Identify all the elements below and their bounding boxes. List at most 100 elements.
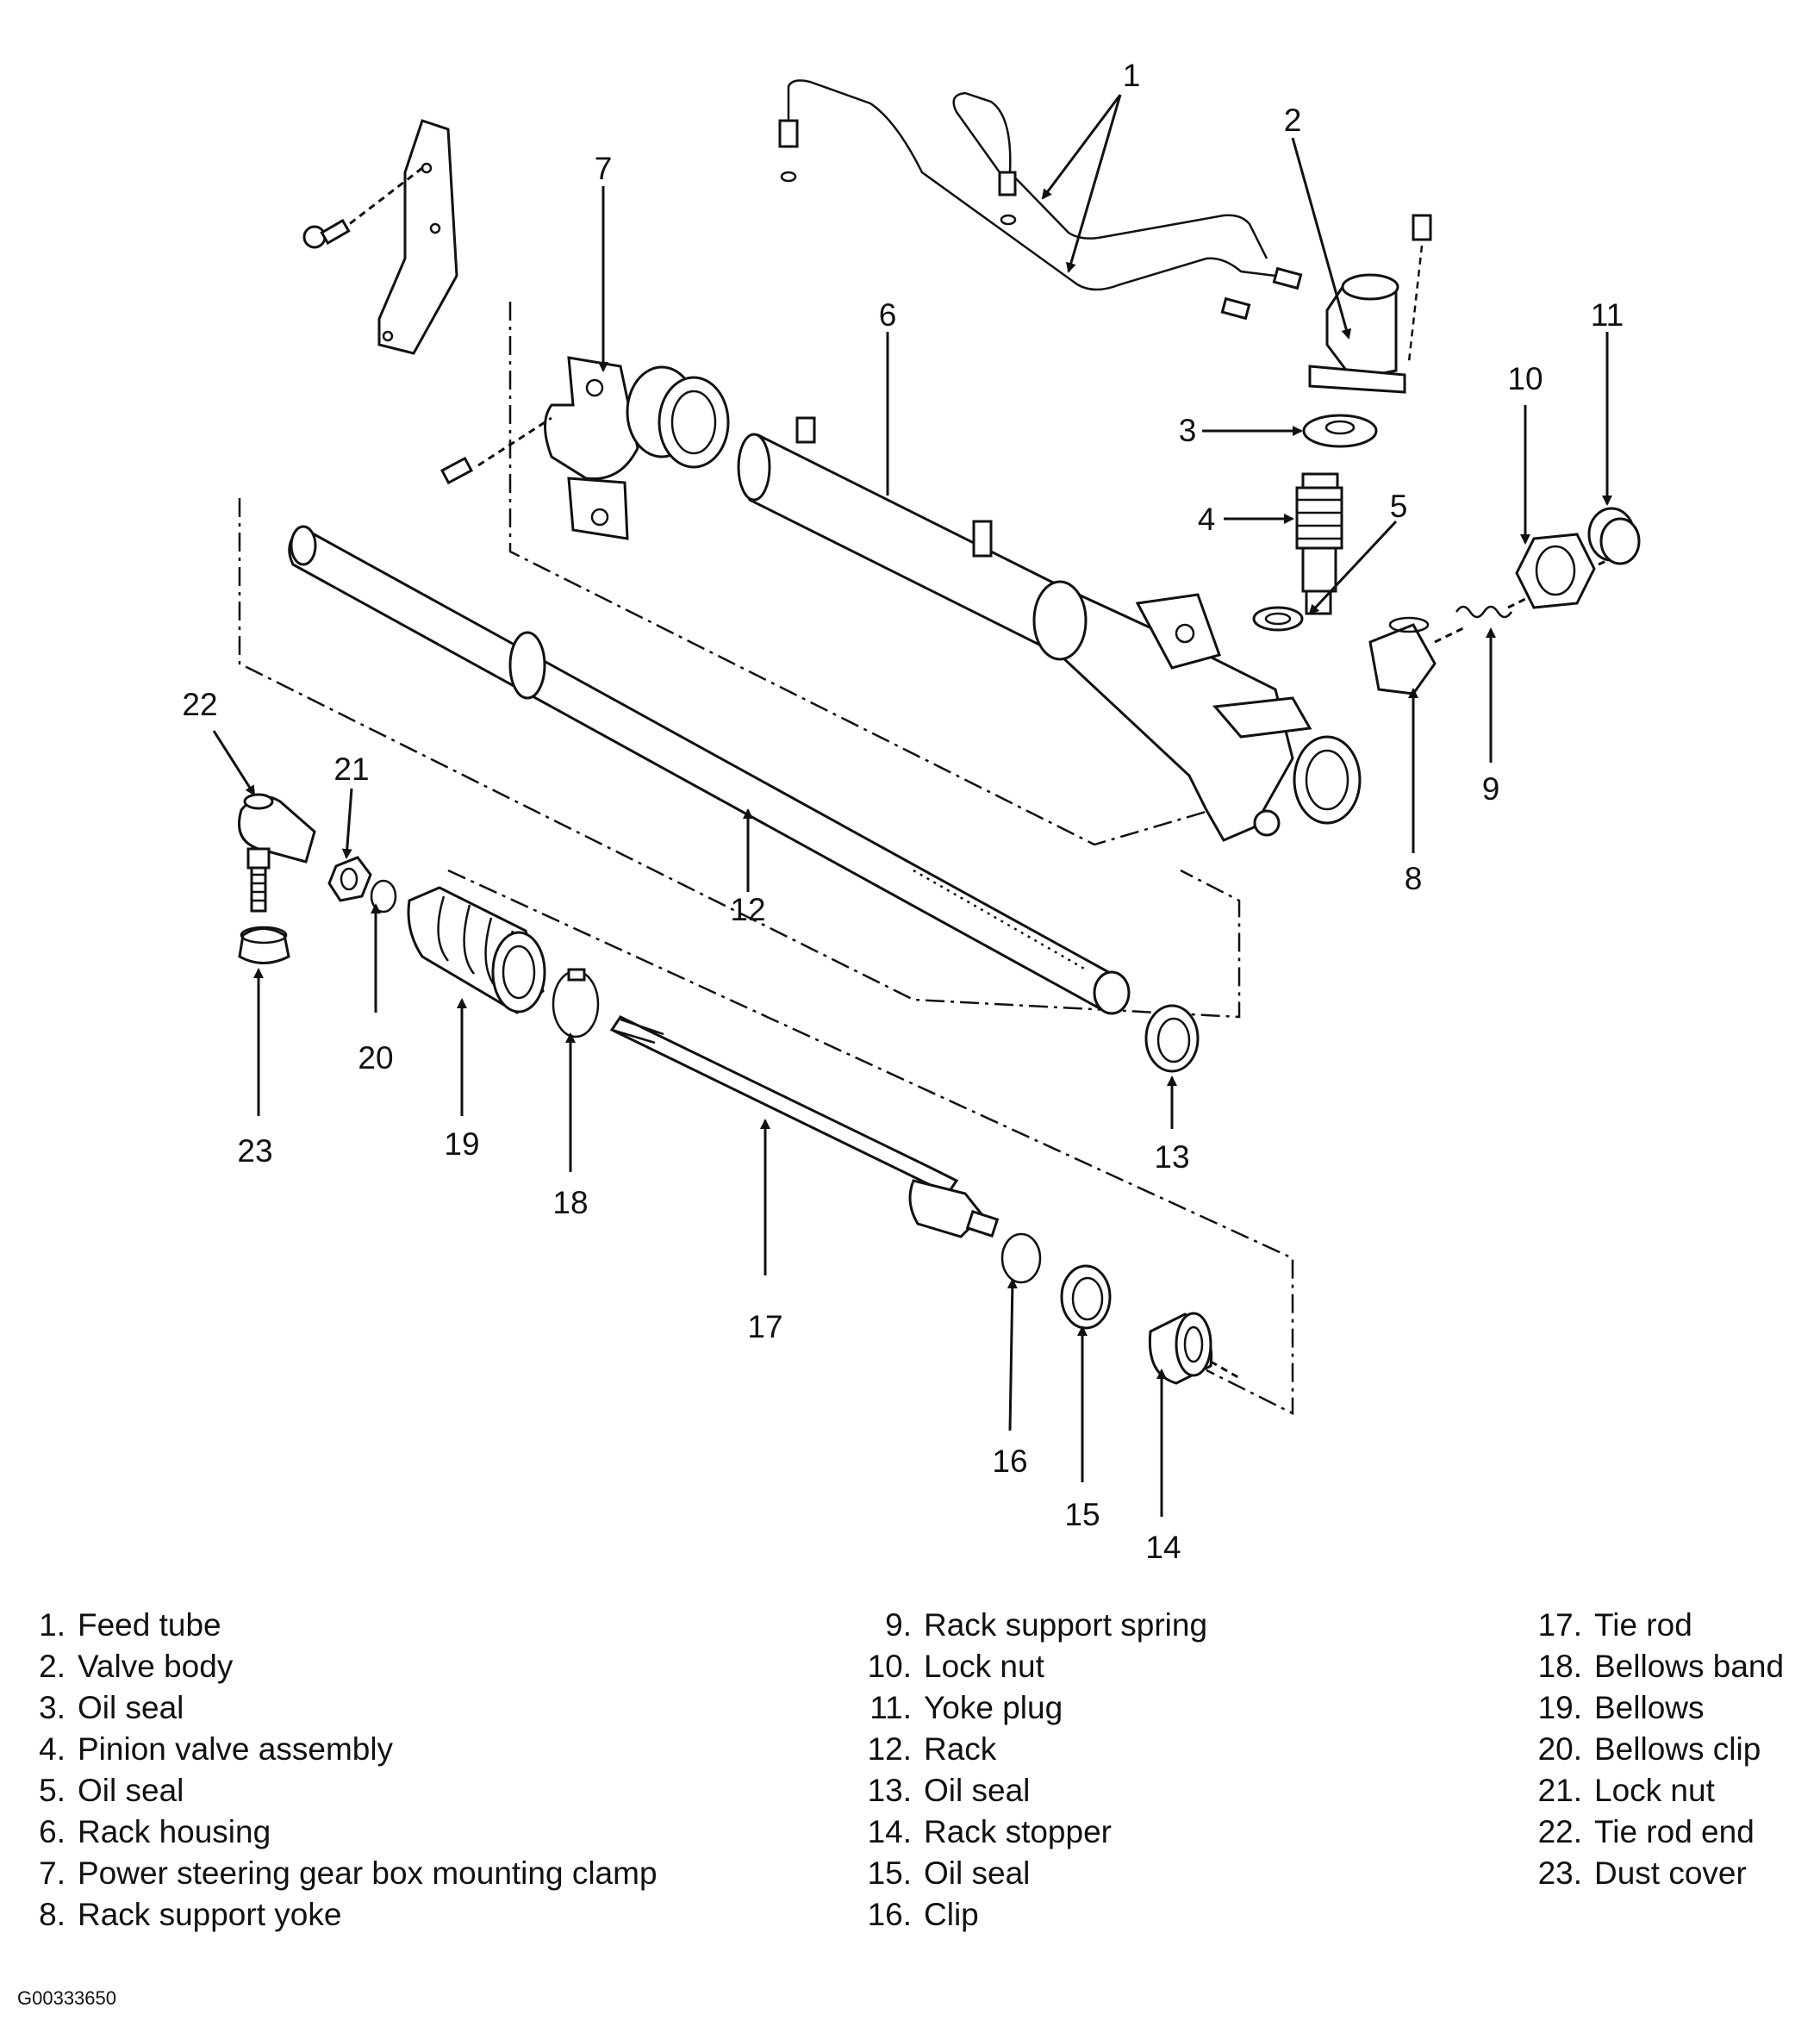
legend-label: Rack support yoke: [78, 1897, 342, 1932]
oil-seal-15: [1060, 1264, 1112, 1330]
callout-5: 5: [1390, 489, 1408, 524]
legend-item: 13. Oil seal: [845, 1770, 1207, 1811]
legend-item: 5. Oil seal: [24, 1770, 658, 1811]
callout-17: 17: [747, 1309, 782, 1344]
legend-label: Pinion valve assembly: [78, 1731, 394, 1767]
legend-column-3: 17. Tie rod 18. Bellows band 19.Bellows 20…: [1524, 1605, 1785, 1894]
oil-seal-13: [1144, 1004, 1200, 1073]
legend-label: Oil seal: [924, 1773, 1031, 1808]
legend-number: 2.: [39, 1649, 65, 1684]
legend-label: Bellows clip: [1594, 1731, 1761, 1767]
legend-number: 4.: [39, 1731, 65, 1767]
assembly-outline-rack: [238, 498, 1241, 1019]
legend-label: Oil seal: [78, 1690, 184, 1725]
legend-number: 21.: [1537, 1773, 1582, 1808]
bellows-clip: [370, 879, 397, 913]
dust-cover: [238, 926, 290, 964]
legend-item: 17. Tie rod: [1524, 1605, 1784, 1646]
legend-label: Bellows band: [1594, 1649, 1785, 1684]
legend-number: 5.: [39, 1773, 65, 1808]
callout-15: 15: [1064, 1497, 1100, 1532]
callout-13: 13: [1154, 1139, 1189, 1175]
tie-rod: [609, 1015, 1000, 1238]
bellows-band: [552, 968, 600, 1038]
lock-nut-10: [1515, 533, 1612, 609]
callout-11: 11: [1591, 297, 1624, 333]
exploded-view-diagram: 1 2 3 4 5 6 7 8 9 10 11 12 13 14 15 16 1…: [182, 58, 1641, 1565]
callout-22: 22: [182, 687, 217, 722]
callout-19: 19: [444, 1126, 479, 1162]
legend-number: 18.: [1537, 1649, 1582, 1684]
callout-2: 2: [1284, 103, 1302, 138]
legend-item: 2. Valve body: [24, 1646, 658, 1687]
rack-support-yoke: [1368, 616, 1466, 695]
callout-21: 21: [333, 751, 369, 787]
legend-item: 16. Clip: [845, 1894, 1207, 1936]
legend-label: Tie rod: [1594, 1607, 1692, 1643]
callout-3: 3: [1179, 413, 1197, 448]
callout-14: 14: [1145, 1530, 1181, 1565]
legend-label: Oil seal: [924, 1855, 1031, 1891]
legend-item: 10.Lock nut: [845, 1646, 1207, 1687]
mounting-clamp: [439, 356, 639, 540]
callout-12: 12: [730, 892, 765, 927]
callout-7: 7: [595, 151, 613, 186]
legend-label: Valve body: [78, 1649, 234, 1684]
callout-4: 4: [1198, 502, 1216, 537]
callout-16: 16: [992, 1444, 1027, 1479]
legend-column-2: 9.Rack support spring 10.Lock nut 11. Yok…: [845, 1605, 1207, 1936]
legend-item: 1. Feed tube: [24, 1605, 658, 1646]
legend-item: 7.Power steering gear box mounting clamp: [24, 1853, 657, 1894]
legend-label: Oil seal: [78, 1773, 184, 1808]
legend-number: 17.: [1537, 1607, 1582, 1643]
tie-rod-end: [238, 793, 316, 913]
legend-number: 9.: [885, 1607, 912, 1643]
callout-6: 6: [879, 297, 897, 333]
rack-stopper: [1148, 1312, 1242, 1385]
legend-number: 3.: [39, 1690, 65, 1725]
feed-tube: [778, 79, 1303, 321]
legend-label: Lock nut: [1594, 1773, 1715, 1808]
legend-item: 23.Dust cover: [1524, 1853, 1784, 1894]
legend-label: Rack stopper: [924, 1814, 1112, 1849]
legend-number: 20.: [1537, 1731, 1582, 1767]
callout-10: 10: [1507, 361, 1543, 396]
rack-housing: [737, 416, 1362, 842]
callout-labels: 1 2 3 4 5 6 7 8 9 10 11 12 13 14 15 16 1…: [182, 58, 1624, 1565]
legend-item: 15. Oil seal: [845, 1853, 1207, 1894]
legend-number: 14.: [867, 1814, 912, 1849]
valve-body: [1308, 214, 1432, 394]
legend-number: 19.: [1537, 1690, 1582, 1725]
yoke-plug: [1587, 507, 1641, 565]
legend-label: Rack: [924, 1731, 997, 1767]
legend-label: Dust cover: [1594, 1855, 1747, 1891]
legend-number: 8.: [39, 1897, 65, 1932]
callout-1: 1: [1123, 58, 1141, 93]
legend-item: 12. Rack: [845, 1729, 1207, 1770]
callout-9: 9: [1482, 771, 1500, 807]
leader-lines: [212, 94, 1612, 1517]
legend-number: 12.: [867, 1731, 912, 1767]
legend-label: Yoke plug: [924, 1690, 1063, 1725]
legend-number: 16.: [867, 1897, 912, 1932]
legend-item: 20. Bellows clip: [1524, 1729, 1784, 1770]
legend-item: 8. Rack support yoke: [24, 1894, 658, 1936]
legend-column-1: 1. Feed tube 2. Valve body 3. Oil seal 4. Pi…: [24, 1605, 658, 1936]
oil-seal-5: [1252, 606, 1304, 632]
clamp-bushing: [626, 365, 730, 469]
legend-number: 7.: [39, 1855, 65, 1891]
legend-number: 15.: [867, 1855, 912, 1891]
legend-item: 14. Rack stopper: [845, 1811, 1207, 1853]
legend-number: 13.: [867, 1773, 912, 1808]
legend-item: 19.Bellows: [1524, 1687, 1784, 1729]
pinion-valve-assembly: [1295, 472, 1343, 615]
legend-label: Clip: [924, 1897, 979, 1932]
legend-number: 11.: [869, 1690, 912, 1725]
legend-label: Feed tube: [78, 1607, 221, 1643]
legend-item: 6.Rack housing: [24, 1811, 658, 1853]
legend-item: 4. Pinion valve assembly: [24, 1729, 658, 1770]
legend-label: Lock nut: [924, 1649, 1044, 1684]
figure-id: G00333650: [17, 1987, 116, 2009]
legend-number: 1.: [39, 1607, 65, 1643]
legend-item: 9.Rack support spring: [845, 1605, 1207, 1646]
